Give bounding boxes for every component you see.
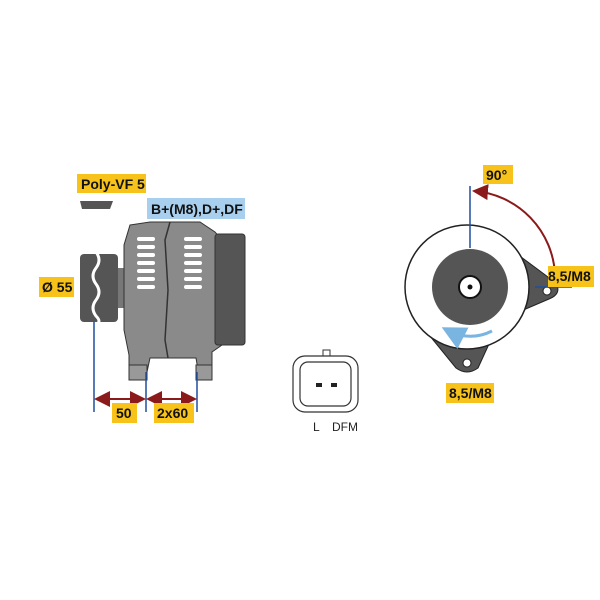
alternator-front-view (404, 184, 572, 373)
label-terminals: B+(M8),D+,DF (147, 198, 245, 219)
svg-text:2x60: 2x60 (157, 405, 188, 421)
angle-arrow (472, 184, 556, 276)
alternator-body (123, 221, 223, 373)
label-dim-50: 50 (112, 403, 137, 423)
pin-label-dfm: DFM (332, 420, 358, 434)
dimension-lines (93, 322, 198, 412)
mount-hole-bottom (462, 358, 472, 368)
svg-text:Ø 55: Ø 55 (42, 279, 73, 295)
svg-text:90°: 90° (486, 167, 507, 183)
belt-profile-icon (80, 201, 113, 209)
alternator-side-view (80, 201, 246, 381)
mount-hole-right (542, 286, 552, 296)
svg-text:B+(M8),D+,DF: B+(M8),D+,DF (151, 201, 243, 217)
svg-text:8,5/M8: 8,5/M8 (449, 385, 492, 401)
pulley (80, 251, 124, 326)
rotation-arrow-icon (441, 327, 493, 349)
label-dim-2x60: 2x60 (154, 403, 194, 423)
connector-plug: L DFM (292, 349, 359, 434)
label-pulley-diameter: Ø 55 (39, 277, 74, 297)
label-angle: 90° (483, 165, 513, 184)
label-mount-right: 8,5/M8 (548, 266, 594, 287)
label-mount-bottom: 8,5/M8 (446, 383, 494, 403)
svg-text:Poly-VF 5: Poly-VF 5 (81, 176, 145, 192)
svg-text:8,5/M8: 8,5/M8 (548, 268, 591, 284)
svg-text:50: 50 (116, 405, 132, 421)
rear-cover (214, 233, 246, 346)
label-belt: Poly-VF 5 (77, 174, 146, 193)
pin-label-l: L (313, 420, 320, 434)
cooling-vents (137, 237, 202, 289)
